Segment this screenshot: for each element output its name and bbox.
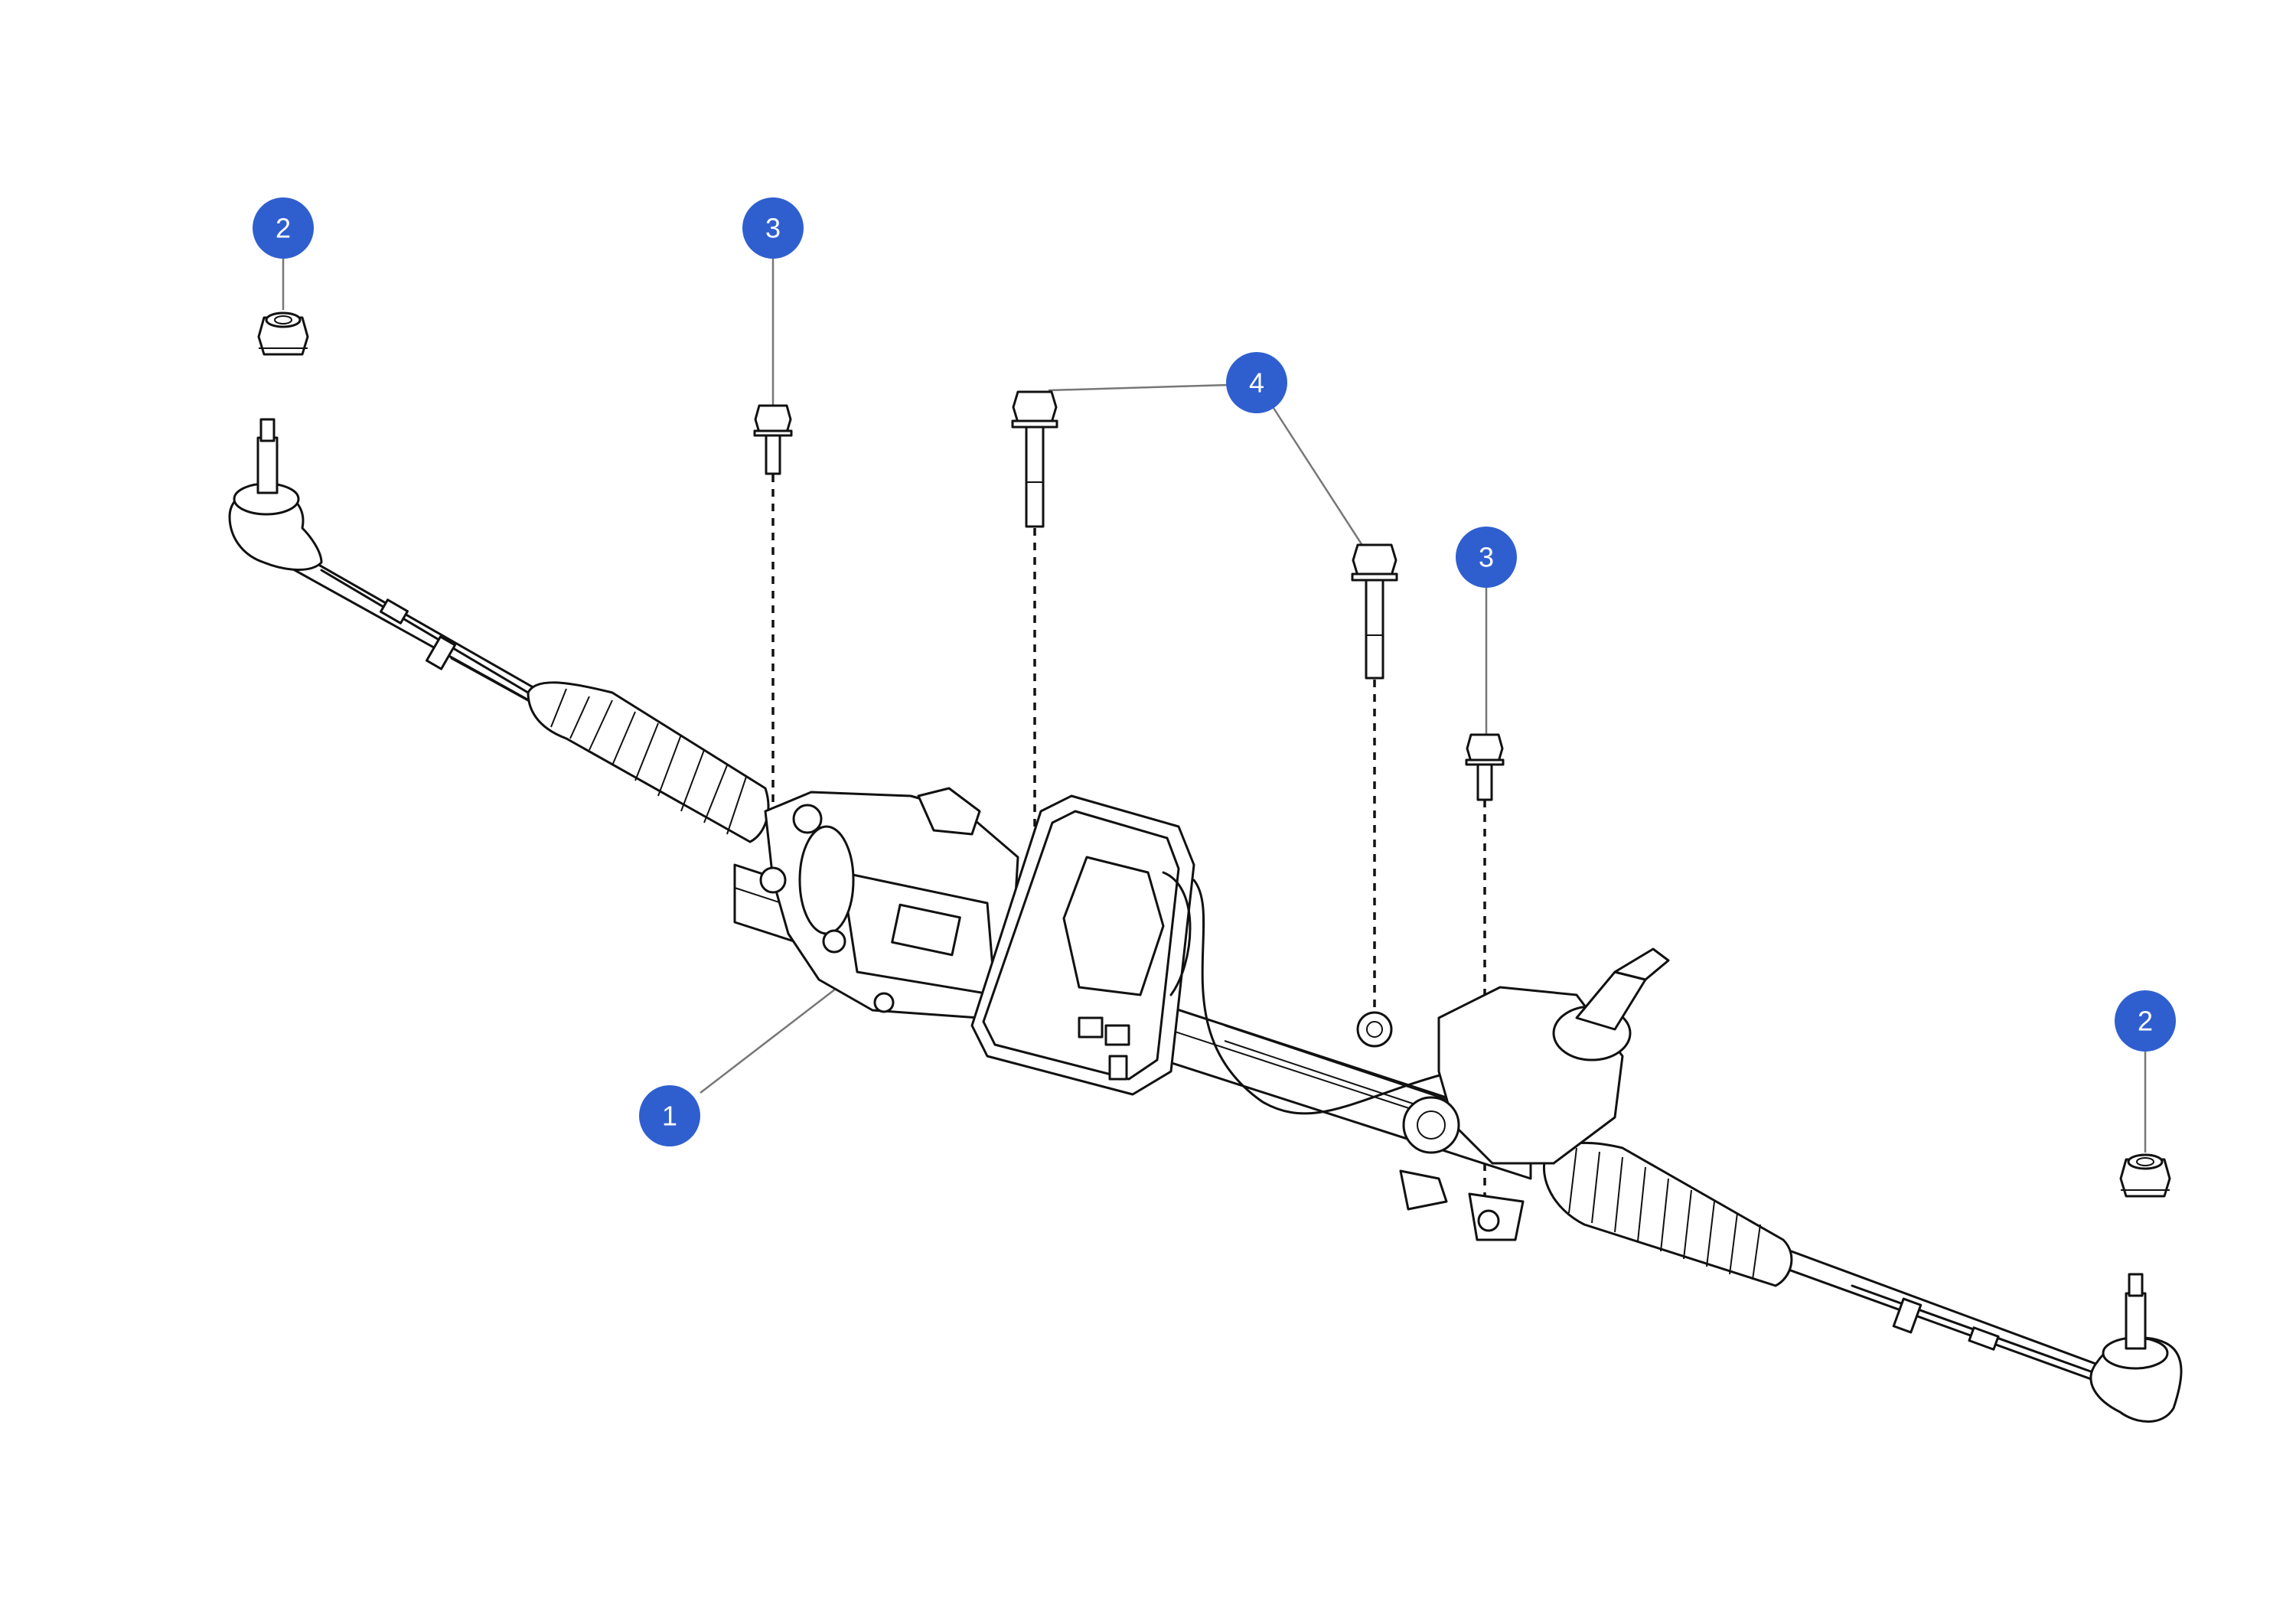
long-bolt-right bbox=[1351, 543, 1398, 680]
right-bellows bbox=[1542, 1142, 1793, 1287]
pinion-housing bbox=[1356, 947, 1670, 1241]
callout-1-label: 1 bbox=[662, 1101, 677, 1132]
short-bolt-left bbox=[753, 404, 793, 475]
callout-4[interactable]: 4 bbox=[1226, 352, 1287, 413]
callout-3-left-label: 3 bbox=[765, 213, 781, 244]
short-bolt-right bbox=[1465, 733, 1505, 801]
tie-rod-end-nut-left bbox=[257, 311, 309, 356]
callout-2-right-label: 2 bbox=[2138, 1006, 2153, 1037]
left-bellows bbox=[527, 681, 770, 843]
callout-4-label: 4 bbox=[1249, 367, 1264, 399]
steering-gear-assembly bbox=[228, 418, 2183, 1423]
callout-3-right-label: 3 bbox=[1479, 542, 1494, 573]
motor-housing bbox=[759, 787, 1019, 1019]
callout-2-right[interactable]: 2 bbox=[2115, 990, 2176, 1052]
long-bolt-left bbox=[1011, 390, 1058, 528]
callout-1[interactable]: 1 bbox=[639, 1085, 700, 1146]
tie-rod-end-nut-right bbox=[2119, 1153, 2171, 1198]
ecu-module bbox=[970, 794, 1456, 1115]
callout-3-right[interactable]: 3 bbox=[1456, 527, 1517, 588]
callout-3-left[interactable]: 3 bbox=[742, 197, 804, 259]
callout-2-left[interactable]: 2 bbox=[253, 197, 314, 259]
callout-2-left-label: 2 bbox=[276, 213, 291, 244]
